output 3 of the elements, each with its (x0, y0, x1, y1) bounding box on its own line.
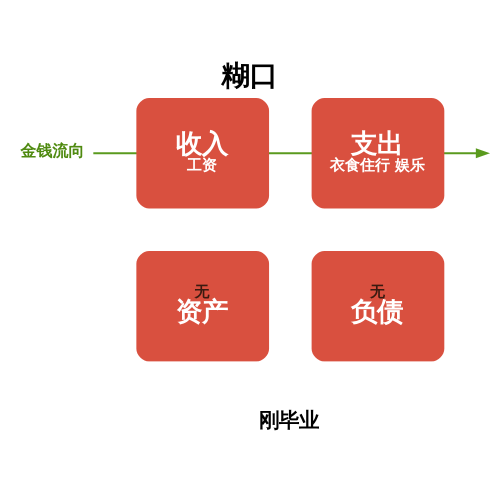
label: 金钱流向 (20, 141, 84, 160)
caption: 刚毕业 (258, 408, 319, 432)
diagram-title: 糊口 (222, 58, 278, 92)
